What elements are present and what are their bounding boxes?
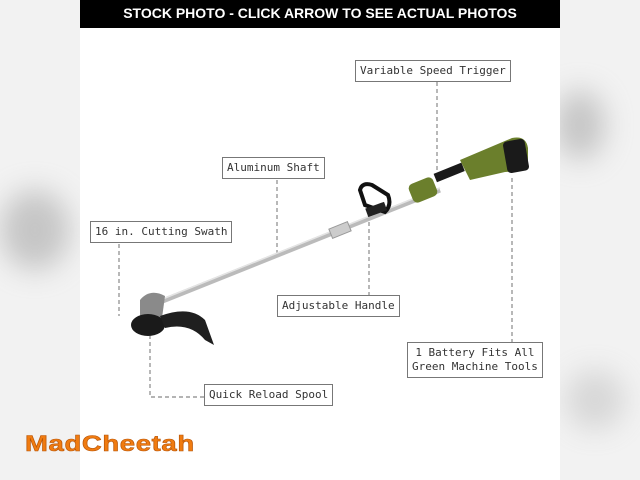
- battery: [503, 138, 529, 174]
- label-battery-line1: 1 Battery Fits All: [415, 346, 535, 359]
- stock-photo-banner[interactable]: STOCK PHOTO - CLICK ARROW TO SEE ACTUAL …: [80, 0, 560, 28]
- madcheetah-logo: MadCheetah: [25, 431, 195, 457]
- shaft-coupler: [328, 220, 352, 240]
- leader-lines: [118, 82, 513, 398]
- spool: [131, 314, 165, 336]
- label-cutting-swath: 16 in. Cutting Swath: [90, 221, 233, 243]
- debris-guard: [160, 311, 214, 345]
- label-quick-reload-spool: Quick Reload Spool: [204, 384, 334, 406]
- label-battery: 1 Battery Fits All Green Machine Tools: [407, 342, 543, 378]
- background-blur: [0, 190, 70, 270]
- label-aluminum-shaft: Aluminum Shaft: [222, 157, 325, 179]
- trimmer-head-guard: [140, 292, 165, 318]
- background-blur: [555, 90, 605, 160]
- label-variable-speed-trigger: Variable Speed Trigger: [355, 60, 511, 82]
- label-adjustable-handle: Adjustable Handle: [277, 295, 400, 317]
- label-battery-line2: Green Machine Tools: [412, 360, 538, 373]
- trigger-housing: [408, 177, 438, 203]
- handle: [357, 182, 392, 215]
- aluminum-shaft: [159, 187, 441, 305]
- background-blur: [565, 370, 625, 430]
